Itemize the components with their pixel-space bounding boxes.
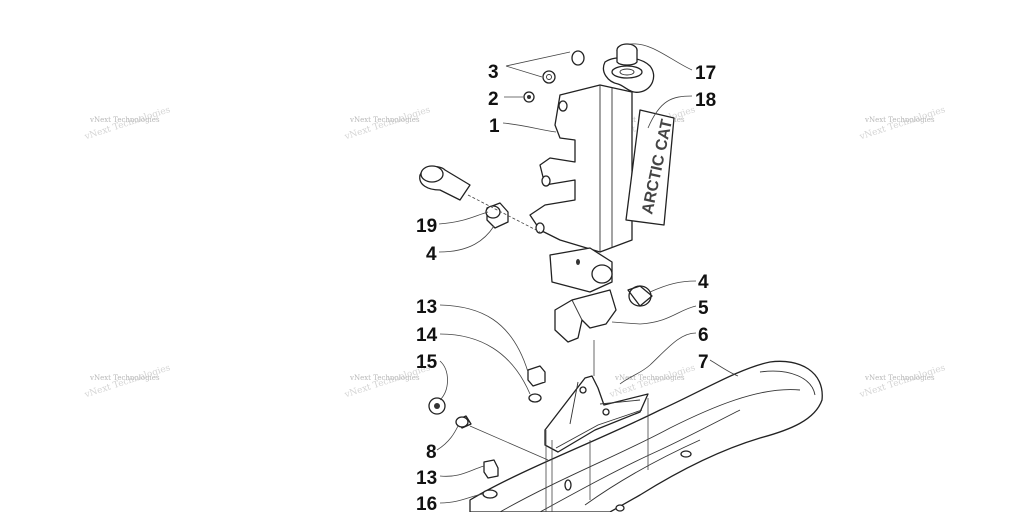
callout-label: 1 [489,116,500,137]
callout-label: 13 [416,297,437,318]
nut-part-2 [523,91,535,103]
bushing-part-4-right [627,285,653,307]
pin-part-19 [419,165,541,233]
watermark-text: vNext Technologies [864,374,935,382]
watermark: vNext Technologies vNext Technologies [858,105,947,143]
callout-label: 6 [698,325,709,346]
callout-label: 13 [416,468,437,489]
watermark-text: vNext Technologies [614,374,685,382]
bushing-part-4-left [485,202,509,229]
spindle-lower-knuckle [549,247,613,293]
ski-part-7 [469,360,823,512]
callout-label: 15 [416,352,438,373]
callout-label: 3 [488,62,499,83]
watermark: vNext Technologies vNext Technologies [83,105,172,143]
washer-part-3 [542,50,585,84]
callout-label: 8 [426,442,437,463]
callout-label: 7 [698,352,709,373]
watermark-text: vNext Technologies [864,116,935,124]
watermark: vNext Technologies vNext Technologies [858,363,947,401]
watermarks: vNext Technologies vNext Technologies vN… [83,105,947,401]
callout-label: 5 [698,298,709,319]
washer-part-16 [482,489,498,499]
watermark-text: vNext Technologies [89,116,160,124]
callout-label: 4 [426,244,437,265]
callout-label: 14 [416,325,438,346]
watermark: vNext Technologies vNext Technologies [343,105,432,143]
leader-lines [436,43,739,504]
watermark: vNext Technologies vNext Technologies [83,363,172,401]
watermark: vNext Technologies vNext Technologies [608,363,697,401]
callout-label: 4 [698,272,709,293]
nut-part-13-upper [527,365,546,403]
callout-label: 18 [695,90,716,111]
nut-part-13-lower [483,459,499,479]
assembly-guide-lines [469,340,649,512]
cap-part-17 [611,43,643,79]
callout-label: 16 [416,494,437,512]
bushing-part-8 [455,415,472,429]
spring-bumper-part-5 [554,289,617,343]
callout-labels: 3 2 1 17 18 19 4 4 5 6 7 13 14 15 8 13 1… [416,62,716,512]
watermark-text: vNext Technologies [349,374,420,382]
spacer-part-15 [428,397,446,415]
watermark-text: vNext Technologies [349,116,420,124]
callout-label: 2 [488,89,499,110]
callout-label: 19 [416,216,437,237]
saddle-part-6 [544,375,649,453]
callout-label: 17 [695,63,716,84]
watermark-text: vNext Technologies [89,374,160,382]
